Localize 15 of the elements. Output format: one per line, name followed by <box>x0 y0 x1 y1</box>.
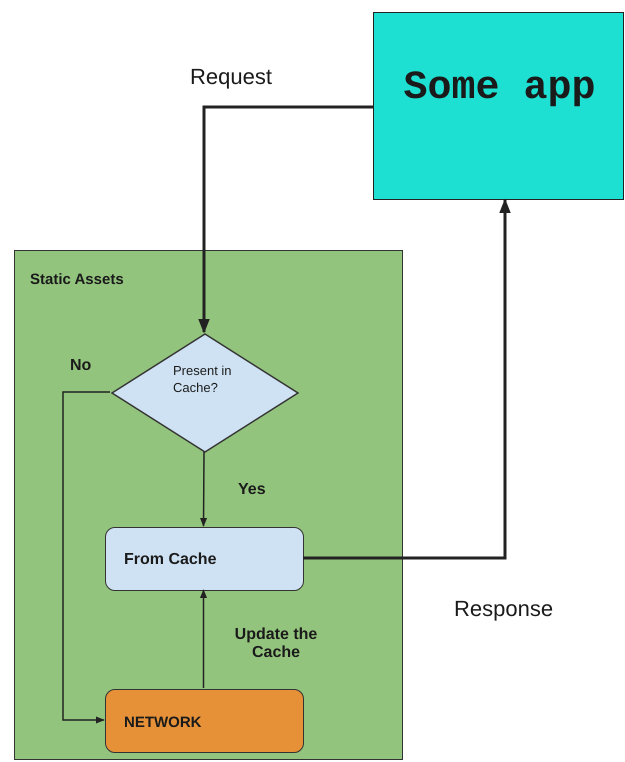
arrow <box>303 198 511 560</box>
node-label: NETWORK <box>124 714 202 732</box>
group-title: Static Assets <box>30 271 124 289</box>
arrow <box>200 589 208 688</box>
arrow <box>62 391 110 724</box>
arrow <box>200 452 208 527</box>
app-box <box>373 12 624 200</box>
group-panel <box>14 250 403 760</box>
process-box <box>105 527 304 591</box>
node-label: Some app <box>402 65 597 113</box>
node-label: From Cache <box>124 550 216 570</box>
process-box <box>105 689 304 753</box>
node-label: Present in Cache? <box>173 363 233 397</box>
decision-diamond <box>111 333 299 453</box>
arrow <box>198 106 373 334</box>
